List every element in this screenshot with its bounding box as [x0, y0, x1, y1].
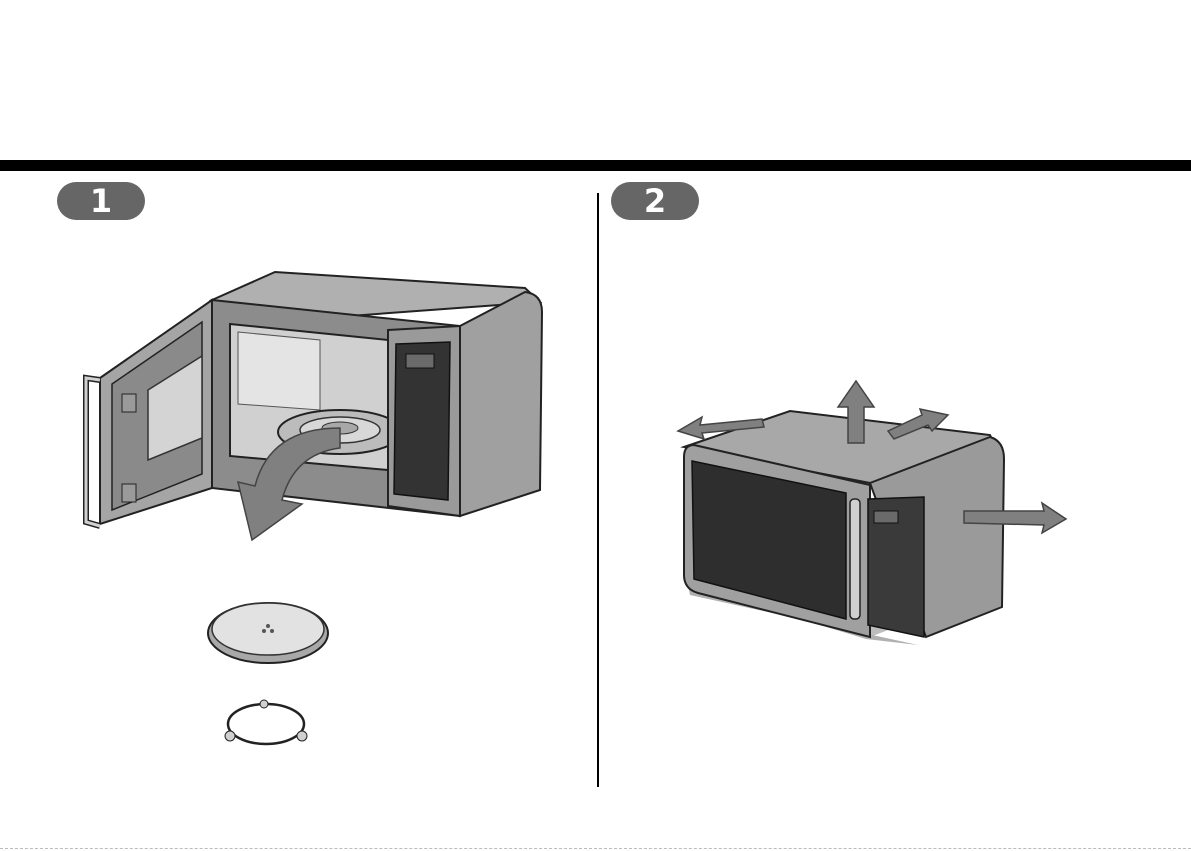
column-divider [597, 193, 599, 787]
microwave-open-door-icon [70, 260, 550, 550]
step-1-badge: 1 [57, 182, 145, 220]
glass-tray-icon [205, 596, 335, 666]
footer-dashed-line [0, 848, 1191, 849]
header-rule [0, 160, 1191, 171]
step-2-badge: 2 [611, 182, 699, 220]
roller-ring-icon [220, 694, 320, 754]
microwave-clearance-icon [670, 375, 1070, 655]
